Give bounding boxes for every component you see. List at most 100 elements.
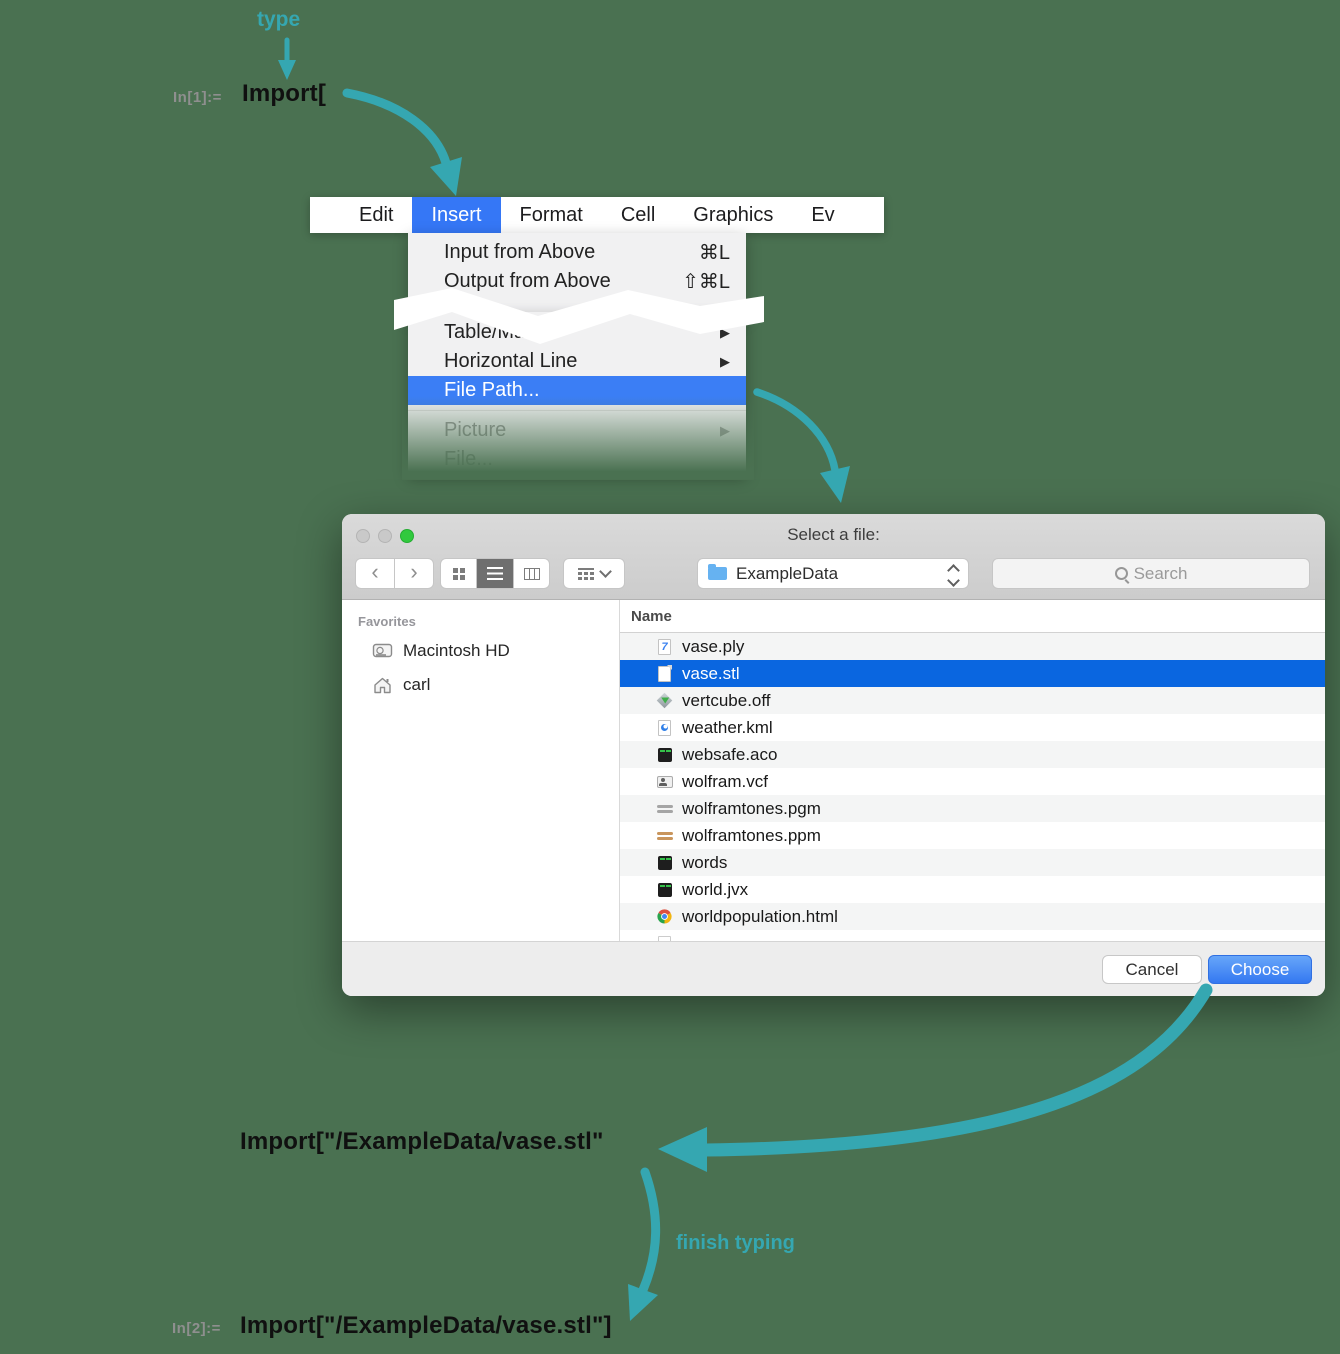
- submenu-arrow-icon: ▶: [720, 324, 730, 340]
- menu-evaluation-truncated[interactable]: Ev: [811, 203, 835, 226]
- home-icon: [372, 676, 393, 695]
- dialog-footer: Cancel Choose: [342, 941, 1325, 996]
- back-button[interactable]: ‹: [356, 559, 394, 588]
- grid-view-icon: [452, 567, 465, 580]
- list-view-icon: [487, 567, 503, 580]
- faint-doc-icon: [656, 935, 673, 941]
- file-name: wolfram.vcf: [682, 771, 768, 791]
- up-down-chevrons-icon: [947, 563, 960, 587]
- import-to-menu-arrow: [342, 88, 451, 168]
- select-file-dialog: Select a file: ‹ ›: [342, 514, 1325, 996]
- code-arrowhead: [658, 1127, 707, 1172]
- file-row-selected[interactable]: vase.stl: [620, 660, 1325, 687]
- file-name: weather.kml: [682, 717, 773, 737]
- menu-item-table-matrix[interactable]: Table/Matrix ▶: [408, 318, 746, 347]
- dialog-title: Select a file:: [787, 525, 880, 544]
- zoom-window-button[interactable]: [400, 529, 414, 543]
- hard-drive-icon: [372, 642, 393, 660]
- file-name: world.jvx: [682, 879, 749, 899]
- model-doc-icon: 7: [656, 638, 673, 655]
- file-row[interactable]: 7 vase.ply: [620, 633, 1325, 660]
- shortcut-label: ⇧⌘L: [682, 271, 730, 293]
- insert-menu-top: Input from Above ⌘L Output from Above ⇧⌘…: [408, 233, 746, 318]
- chevron-down-icon: [599, 565, 612, 578]
- dark-swatch-icon: [656, 746, 673, 763]
- dialog-body: Favorites Macintosh HD carl Name: [342, 600, 1325, 941]
- finish-typing-arrow: [638, 1167, 661, 1295]
- minimize-window-button[interactable]: [378, 529, 392, 543]
- file-name: wolframtones.ppm: [682, 825, 821, 845]
- arrange-button[interactable]: [563, 558, 625, 589]
- favorites-heading: Favorites: [358, 614, 416, 629]
- submenu-arrow-icon: ▶: [720, 353, 730, 369]
- menu-edit[interactable]: Edit: [359, 203, 394, 226]
- menu-bar: Edit Insert Format Cell Graphics Ev: [310, 197, 884, 233]
- menu-format[interactable]: Format: [519, 203, 583, 226]
- forward-button[interactable]: ›: [394, 559, 433, 588]
- menu-item-label: File Path...: [444, 379, 540, 401]
- list-view-button[interactable]: [476, 559, 513, 588]
- sidebar-item-home[interactable]: carl: [342, 670, 619, 700]
- file-list: Name 7 vase.ply vase.stl vertcube.off we…: [620, 600, 1325, 941]
- search-input[interactable]: Search: [992, 558, 1310, 589]
- dark-terminal-icon: [656, 854, 673, 871]
- file-row[interactable]: vertcube.off: [620, 687, 1325, 714]
- gray-lines-icon: [656, 800, 673, 817]
- file-row[interactable]: wolfram.vcf: [620, 768, 1325, 795]
- orange-lines-icon: [656, 827, 673, 844]
- plain-doc-icon: [656, 665, 673, 682]
- menu-item-label: Table/Matrix: [444, 321, 552, 343]
- menu-item-label: Horizontal Line: [444, 350, 578, 372]
- menu-item-horizontal-line[interactable]: Horizontal Line ▶: [408, 347, 746, 376]
- name-column-header[interactable]: Name: [620, 600, 1325, 633]
- file-row[interactable]: world.jvx: [620, 876, 1325, 903]
- sidebar-item-label: Macintosh HD: [403, 641, 510, 660]
- close-window-button[interactable]: [356, 529, 370, 543]
- menu-insert[interactable]: Insert: [412, 197, 501, 233]
- file-name: vase.stl: [682, 663, 740, 683]
- arrange-icon: [578, 567, 594, 580]
- type-arrowhead: [278, 60, 296, 80]
- file-row[interactable]: weather.kml: [620, 714, 1325, 741]
- file-name: websafe.aco: [682, 744, 778, 764]
- type-label: type: [257, 8, 301, 31]
- file-row-partial[interactable]: [620, 930, 1325, 941]
- finish-typing-label: finish typing: [676, 1232, 795, 1254]
- menu-item-output-from-above[interactable]: Output from Above ⇧⌘L: [408, 267, 746, 296]
- file-row[interactable]: words: [620, 849, 1325, 876]
- menu-cell[interactable]: Cell: [620, 203, 656, 226]
- file-row[interactable]: wolframtones.ppm: [620, 822, 1325, 849]
- menu-item-input-from-above[interactable]: Input from Above ⌘L: [408, 238, 746, 267]
- favorites-sidebar: Favorites Macintosh HD carl: [342, 600, 620, 941]
- import-arrowhead: [430, 157, 462, 196]
- folder-icon: [708, 564, 727, 580]
- column-view-button[interactable]: [513, 559, 549, 588]
- menu-graphics[interactable]: Graphics: [693, 203, 774, 226]
- result-code: Import["/ExampleData/vase.stl": [240, 1128, 604, 1155]
- column-header-label: Name: [631, 607, 672, 625]
- chevron-left-icon: ‹: [371, 559, 379, 584]
- choose-button[interactable]: Choose: [1208, 955, 1312, 984]
- in2-label: In[2]:=: [172, 1320, 221, 1337]
- file-name: vertcube.off: [682, 690, 771, 710]
- icon-view-button[interactable]: [441, 559, 476, 588]
- file-name: vase.ply: [682, 636, 745, 656]
- file-name: words: [682, 852, 728, 872]
- chevron-right-icon: ›: [410, 559, 418, 584]
- dialog-titlebar: Select a file: ‹ ›: [342, 514, 1325, 600]
- cancel-button[interactable]: Cancel: [1102, 955, 1202, 984]
- nav-buttons: ‹ ›: [355, 558, 434, 589]
- file-name: worldpopulation.html: [682, 906, 838, 926]
- file-row[interactable]: wolframtones.pgm: [620, 795, 1325, 822]
- dialog-arrowhead: [820, 466, 850, 503]
- menu-item-label: Output from Above: [444, 270, 611, 292]
- sidebar-item-macintosh-hd[interactable]: Macintosh HD: [342, 636, 619, 666]
- search-placeholder: Search: [1133, 563, 1188, 583]
- gem-icon: [656, 692, 673, 709]
- menu-to-dialog-arrow: [753, 388, 839, 474]
- folder-dropdown[interactable]: ExampleData: [697, 558, 969, 589]
- view-mode-control: [440, 558, 550, 589]
- file-row[interactable]: worldpopulation.html: [620, 903, 1325, 930]
- file-row[interactable]: websafe.aco: [620, 741, 1325, 768]
